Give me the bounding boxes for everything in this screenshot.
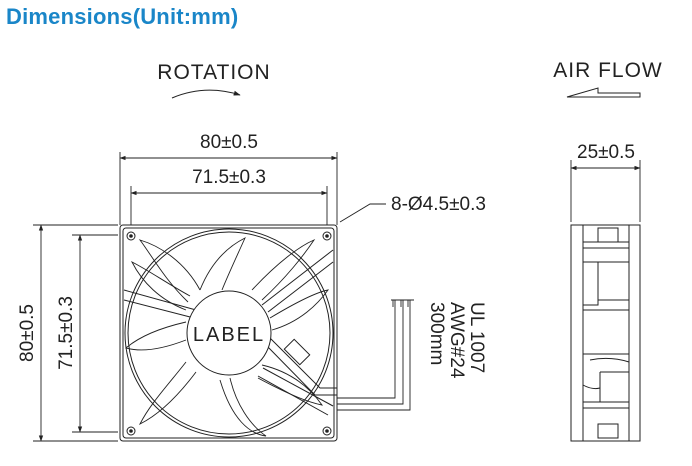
thickness-dimension: 25±0.5 [577,142,635,163]
fan-side-view [570,224,641,442]
hole-spacing-height-dimension: 71.5±0.3 [56,296,77,370]
fan-front-view [119,224,338,442]
mount-hole-spec: 8-Ø4.5±0.3 [391,194,486,215]
rotation-label: ROTATION [157,61,270,84]
outer-width-dimension: 80±0.5 [200,132,258,153]
airflow-arrow-icon [566,87,641,98]
wire-gauge: AWG#24 [446,302,467,379]
lead-wire-spec: UL 1007 AWG#24 300mm [426,302,487,379]
airflow-label: AIR FLOW [553,59,663,82]
page-title: Dimensions(Unit:mm) [6,4,239,29]
hub-label: LABEL [193,324,265,346]
wire-length: 300mm [426,302,447,365]
outer-height-dimension: 80±0.5 [17,304,38,362]
lead-wires [337,299,414,411]
hole-spacing-width-dimension: 71.5±0.3 [192,167,266,188]
side-view-dimensions [570,160,641,222]
rotation-arrow-icon [171,89,241,99]
wire-standard: UL 1007 [466,302,487,373]
front-view-dimensions [33,152,386,442]
